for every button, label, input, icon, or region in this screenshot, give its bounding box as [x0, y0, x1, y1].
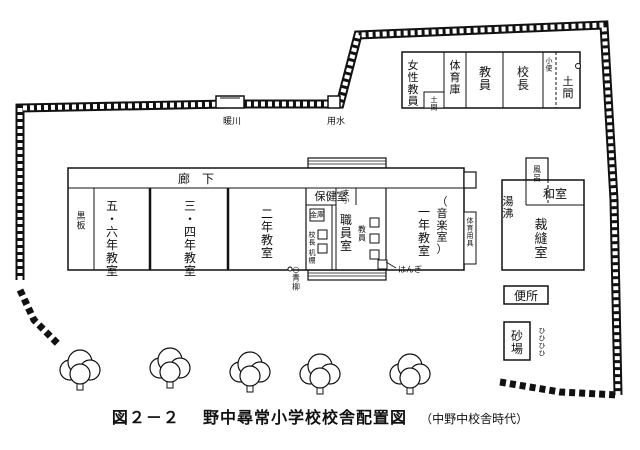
tree: [389, 353, 431, 395]
storage-room-label: 体育庫: [450, 58, 461, 96]
stone-wall-texture: [17, 22, 621, 396]
principal-room-label: 校長: [517, 64, 529, 92]
toilet-label: 便所: [514, 289, 538, 303]
sandpit: [503, 321, 531, 361]
equipment-marks: ひひひひ: [539, 327, 546, 358]
japanese-room-label: 和室: [543, 186, 567, 201]
north-building: 女性教員 体育庫 土間 教員 校長 小使 土間: [401, 51, 581, 112]
sports-equipment-label: 体育用具: [467, 216, 474, 248]
figure-number: 図２－２: [111, 408, 180, 427]
safe-label: 金庫: [310, 210, 324, 219]
toilet: [503, 285, 549, 305]
sandpit-label: 砂場: [511, 329, 523, 356]
culvert-left-label: 暖川: [223, 115, 241, 127]
figure-caption: 図２－２ 野中尋常小学校校舎配置図 （中野中校舎時代）: [0, 404, 640, 428]
class-56-label: 五・六年教室: [106, 199, 118, 278]
cabinet-b-label: 机棚: [309, 248, 316, 265]
dirt-floor-small-label: 土間: [431, 95, 438, 112]
tree-row: [59, 347, 431, 395]
teacher-desk-label: 教員: [358, 224, 366, 243]
sewing-room-label: 裁縫室: [534, 217, 547, 261]
tree: [229, 351, 271, 393]
stone-wall-lower-right: [499, 378, 619, 399]
class-2-label: 二年教室: [261, 207, 273, 260]
blue-willow-label: ○青柳: [292, 265, 300, 291]
tree: [149, 347, 191, 389]
corridor-label: 廊 下: [178, 171, 214, 186]
kettle-room-label: 湯沸: [503, 195, 514, 220]
culvert-left: 暖川: [215, 95, 245, 127]
figure-subtitle: （中野中校舎時代）: [420, 412, 529, 426]
main-building: 廊 下 黒板 五・六年教室 三・四年教室 二年教室 保健室 金庫 校長 机棚 支…: [67, 157, 477, 281]
culvert-right: 用水: [327, 95, 345, 127]
hangi-label: はんぎ: [398, 264, 422, 274]
blackboard-label: 黒板: [76, 211, 85, 232]
dirt-floor-label: 土間: [563, 75, 574, 100]
female-teachers-room-label: 女性教員: [408, 58, 419, 108]
staff-room-label: 職員室: [340, 213, 352, 253]
figure-title: 野中尋常小学校校舎配置図: [202, 408, 407, 427]
class-1-label: 一年教室: [418, 205, 430, 258]
sub-room-label: 支小: [343, 188, 350, 205]
tree: [59, 349, 101, 391]
bath-label: 風呂: [533, 165, 541, 183]
teachers-room-label: 教員: [479, 64, 491, 92]
class-34-label: 三・四年教室: [184, 199, 196, 278]
cabinet-a-label: 校長: [309, 230, 316, 247]
janitor-room-label: 小使: [546, 56, 553, 73]
tree: [299, 353, 341, 395]
culvert-right-label: 用水: [327, 115, 345, 127]
annex-building: 風呂 湯沸 和室 裁縫室: [501, 157, 585, 271]
stone-wall-lower: [16, 288, 63, 349]
health-room-label: 保健室: [315, 189, 348, 203]
music-room-label: （音楽室）: [437, 195, 448, 256]
